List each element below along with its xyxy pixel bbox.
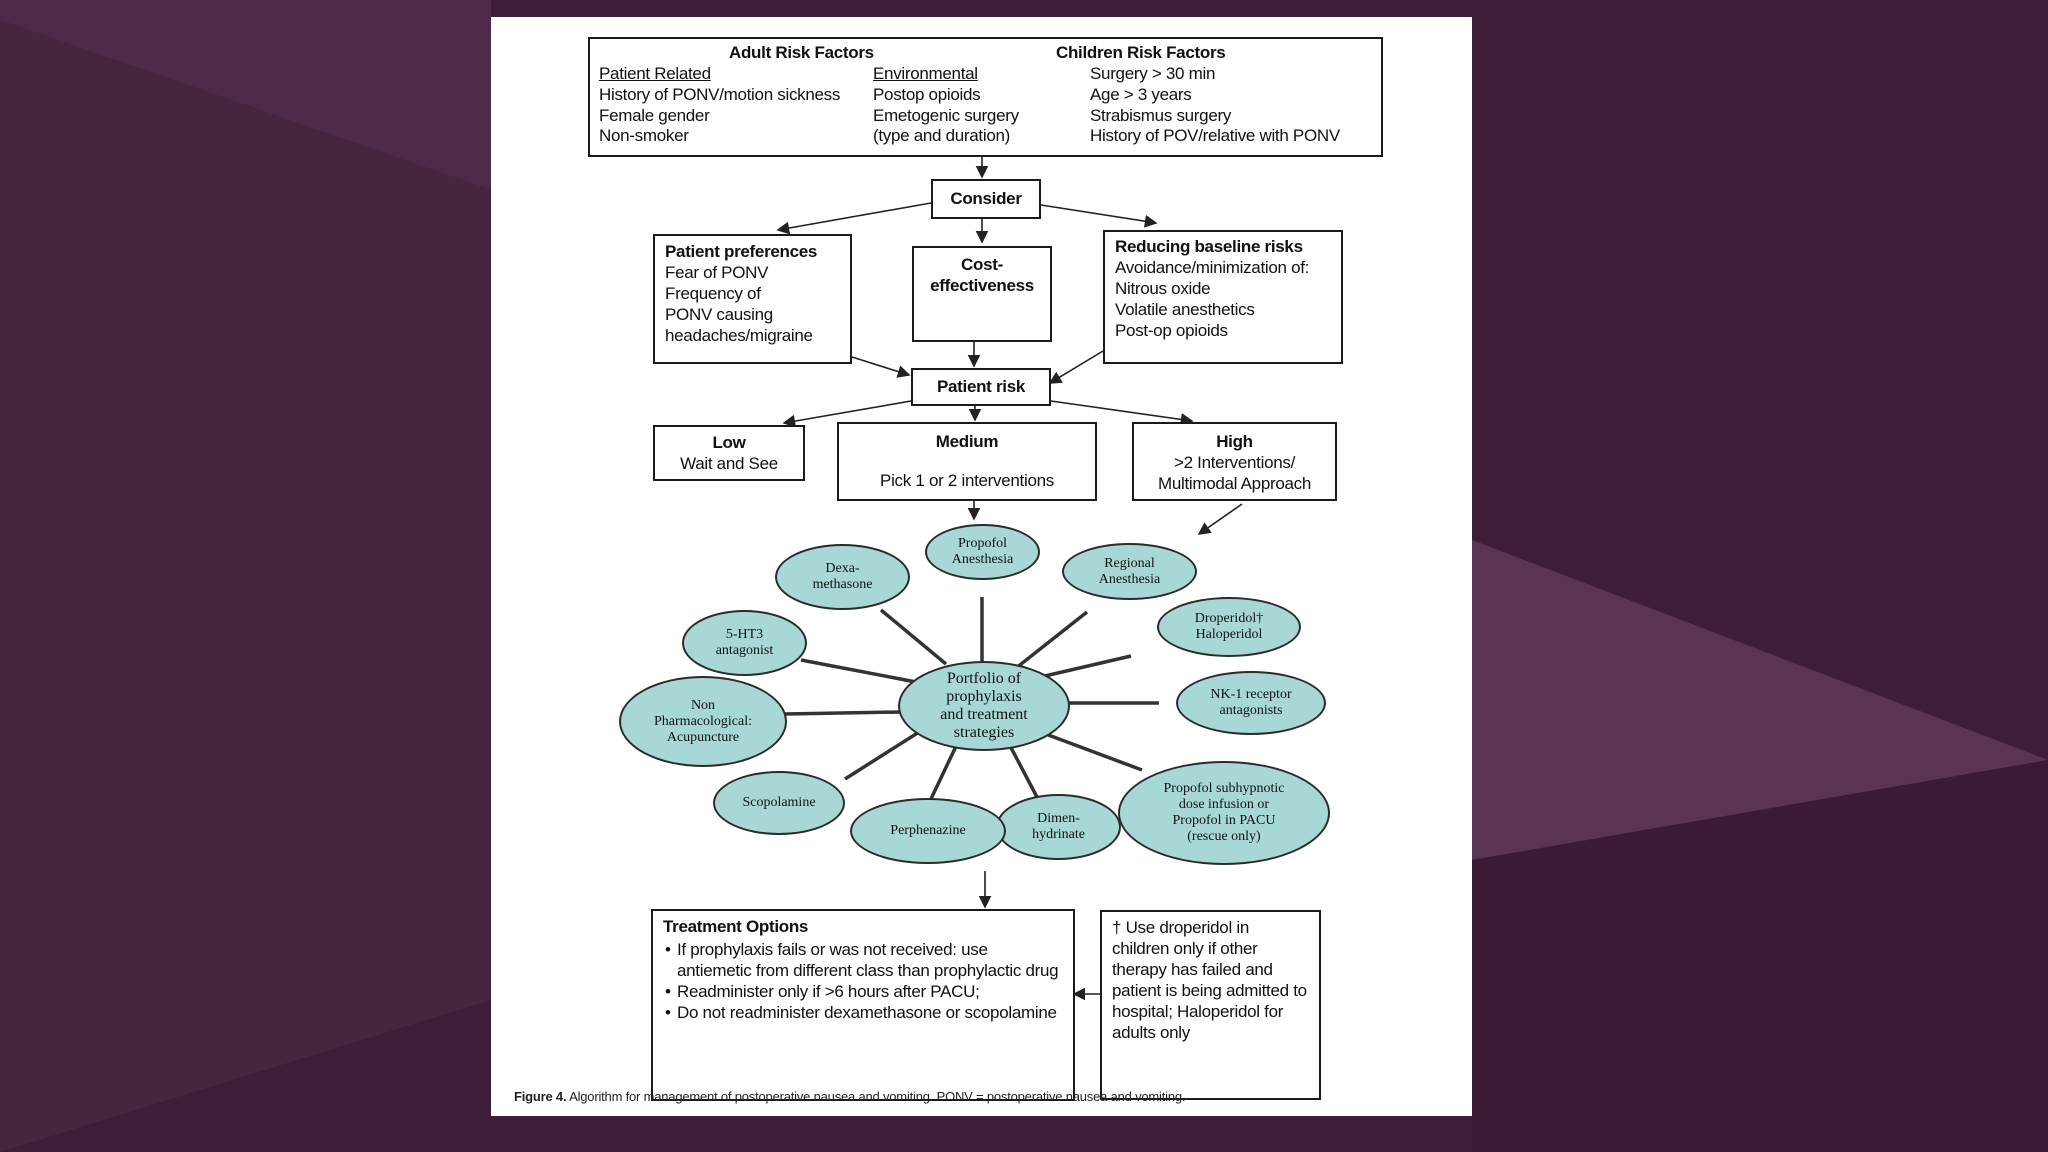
option-scopolamine: Scopolamine — [713, 771, 845, 835]
option-propofol-subhypnotic: Propofol subhypnotic dose infusion or Pr… — [1118, 761, 1330, 865]
option-label: Propofol Anesthesia — [951, 536, 1014, 567]
children-risk-item: History of POV/relative with PONV — [1090, 126, 1340, 145]
option-5ht3-antagonist: 5-HT3 antagonist — [682, 610, 807, 676]
risk-low-box: Low Wait and See — [653, 425, 805, 481]
risk-high-box: High >2 Interventions/ Multimodal Approa… — [1132, 422, 1337, 501]
caption-label: Figure 4. — [514, 1089, 567, 1104]
environmental-heading: Environmental — [873, 64, 978, 83]
risk-high-title: High — [1216, 432, 1253, 451]
option-label: Dexa- methasone — [812, 561, 873, 592]
option-nk1-antagonists: NK-1 receptor antagonists — [1176, 671, 1326, 735]
option-regional-anesthesia: Regional Anesthesia — [1062, 543, 1197, 600]
children-risk-title: Children Risk Factors — [1056, 43, 1226, 62]
portfolio-center-ellipse: Portfolio of prophylaxis and treatment s… — [898, 661, 1070, 751]
patient-preferences-line: Frequency of — [665, 284, 761, 303]
option-propofol-anesthesia: Propofol Anesthesia — [925, 524, 1040, 580]
option-label: Droperidol† Haloperidol — [1194, 611, 1264, 642]
patient-risk-box: Patient risk — [911, 368, 1051, 406]
option-label: Propofol subhypnotic dose infusion or Pr… — [1163, 781, 1285, 844]
option-droperidol-haloperidol: Droperidol† Haloperidol — [1157, 597, 1301, 657]
environmental-item: Postop opioids — [873, 85, 981, 104]
patient-preferences-box: Patient preferences Fear of PONV Frequen… — [653, 234, 852, 364]
children-risk-item: Strabismus surgery — [1090, 106, 1232, 125]
risk-low-text: Wait and See — [680, 454, 778, 473]
risk-factors-box: Adult Risk Factors Children Risk Factors… — [588, 37, 1383, 157]
risk-high-text: >2 Interventions/ — [1173, 453, 1296, 472]
option-dexamethasone: Dexa- methasone — [775, 544, 910, 610]
patient-related-item: Female gender — [599, 106, 710, 125]
option-label: Non Pharmacological: Acupuncture — [654, 697, 752, 745]
option-non-pharmacological: Non Pharmacological: Acupuncture — [619, 676, 787, 767]
risk-medium-text: Pick 1 or 2 interventions — [880, 471, 1054, 490]
option-label: Dimen- hydrinate — [1032, 811, 1085, 842]
risk-medium-title: Medium — [935, 432, 999, 451]
risk-high-text: Multimodal Approach — [1157, 474, 1312, 493]
droperidol-note-text: † Use droperidol in children only if oth… — [1112, 918, 1307, 1042]
reducing-risks-line: Volatile anesthetics — [1115, 300, 1255, 319]
reducing-risks-title: Reducing baseline risks — [1115, 237, 1303, 256]
patient-preferences-line: headaches/migraine — [665, 326, 813, 345]
option-label: Perphenazine — [890, 823, 966, 838]
cost-effectiveness-box: Cost- effectiveness — [912, 246, 1052, 342]
consider-label: Consider — [950, 189, 1022, 208]
consider-box: Consider — [931, 179, 1041, 219]
environmental-item: (type and duration) — [873, 126, 1010, 145]
option-perphenazine: Perphenazine — [850, 798, 1006, 864]
patient-risk-label: Patient risk — [936, 377, 1026, 396]
patient-preferences-title: Patient preferences — [665, 242, 818, 261]
slide: Adult Risk Factors Children Risk Factors… — [491, 17, 1472, 1116]
treatment-options-list: If prophylaxis fails or was not received… — [663, 939, 1063, 1023]
treatment-option-item: Readminister only if >6 hours after PACU… — [665, 981, 1063, 1002]
option-label: NK-1 receptor antagonists — [1210, 687, 1292, 718]
patient-related-item: Non-smoker — [599, 126, 689, 145]
cost-effectiveness-line: effectiveness — [930, 276, 1034, 295]
patient-preferences-line: PONV causing — [665, 305, 773, 324]
connector-lines — [776, 157, 1243, 1001]
option-label: 5-HT3 antagonist — [715, 627, 774, 658]
environmental-item: Emetogenic surgery — [873, 106, 1019, 125]
patient-related-heading: Patient Related — [599, 64, 711, 83]
treatment-options-title: Treatment Options — [663, 917, 809, 936]
patient-preferences-line: Fear of PONV — [665, 263, 769, 282]
option-dimenhydrinate: Dimen- hydrinate — [996, 794, 1121, 860]
portfolio-center-label: Portfolio of prophylaxis and treatment s… — [940, 670, 1028, 741]
treatment-option-item: If prophylaxis fails or was not received… — [665, 939, 1063, 981]
figure-caption: Figure 4. Algorithm for management of po… — [514, 1089, 1186, 1104]
risk-medium-box: Medium Pick 1 or 2 interventions — [837, 422, 1097, 501]
children-risk-item: Age > 3 years — [1090, 85, 1192, 104]
caption-text: Algorithm for management of postoperativ… — [569, 1089, 1186, 1104]
reducing-risks-line: Post-op opioids — [1115, 321, 1228, 340]
patient-related-item: History of PONV/motion sickness — [599, 85, 841, 104]
option-label: Regional Anesthesia — [1098, 555, 1161, 587]
treatment-options-box: Treatment Options If prophylaxis fails o… — [651, 909, 1075, 1101]
droperidol-note-box: † Use droperidol in children only if oth… — [1100, 910, 1321, 1100]
risk-low-title: Low — [712, 433, 746, 452]
cost-effectiveness-line: Cost- — [961, 255, 1003, 274]
treatment-option-item: Do not readminister dexamethasone or sco… — [665, 1002, 1063, 1023]
option-label: Scopolamine — [742, 795, 816, 810]
children-risk-item: Surgery > 30 min — [1090, 64, 1216, 83]
reducing-risks-line: Avoidance/minimization of: — [1115, 258, 1310, 277]
reducing-risks-line: Nitrous oxide — [1115, 279, 1211, 298]
reducing-risks-box: Reducing baseline risks Avoidance/minimi… — [1103, 230, 1343, 364]
adult-risk-title: Adult Risk Factors — [729, 43, 874, 62]
